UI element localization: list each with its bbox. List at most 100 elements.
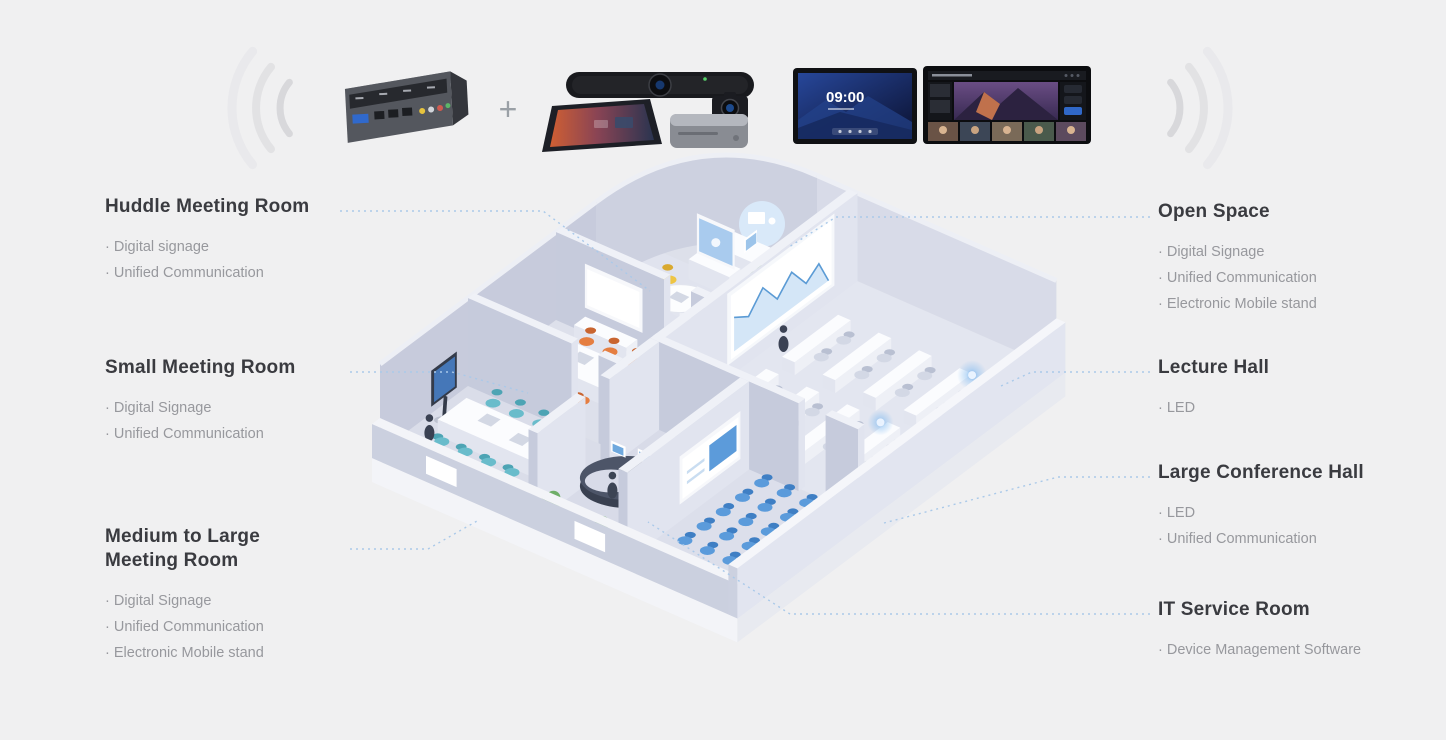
wireless-speaker-glow	[876, 418, 885, 427]
chair	[836, 335, 852, 345]
room-feature: · Electronic Mobile stand	[1158, 296, 1317, 312]
connector-medium	[350, 520, 478, 550]
dock-icon	[868, 129, 872, 134]
hdmi-port	[388, 109, 399, 118]
lecture-screen-chart	[734, 262, 830, 319]
room-features: · Digital Signage · Unified Communicatio…	[1158, 239, 1446, 317]
front-left-wall	[372, 424, 738, 619]
front-right-wall	[728, 564, 738, 619]
toolbar-icon	[1064, 96, 1082, 104]
room-label-it-service-room: IT Service Room · Device Management Soft…	[1158, 598, 1446, 663]
toolbar-icon	[1064, 107, 1082, 115]
room-features: · Digital signage · Unified Communicatio…	[105, 234, 365, 286]
wave-arc	[1202, 46, 1233, 170]
room-features: · LED	[1158, 395, 1446, 421]
mobile-stand-screen	[434, 356, 455, 403]
header-dot	[1076, 74, 1080, 77]
room-title: Huddle Meeting Room	[105, 196, 310, 217]
participant-head	[1003, 126, 1011, 134]
room-label-lecture-hall: Lecture Hall · LED	[1158, 356, 1446, 421]
rca-port	[437, 105, 444, 112]
room-feature: · Electronic Mobile stand	[105, 645, 264, 661]
participant-head	[1067, 126, 1075, 134]
lecture-desk	[835, 338, 892, 394]
back-right-wall	[817, 175, 1057, 369]
room-feature: · Digital Signage	[1158, 244, 1265, 260]
chair	[579, 337, 595, 346]
chair	[491, 388, 503, 396]
chair	[894, 388, 910, 398]
wave-arc	[252, 62, 275, 154]
dock-icon	[858, 129, 862, 134]
table-items	[668, 291, 690, 303]
signal-waves-left	[227, 46, 293, 170]
participant-head	[971, 126, 979, 134]
camera-lens	[655, 80, 665, 90]
open-space-disc-figure	[768, 217, 776, 225]
room-feature: · Digital signage	[105, 239, 209, 255]
room-feature: · LED	[1158, 505, 1196, 521]
small-room-credenza	[574, 316, 638, 348]
room-title: Large Conference Hall	[1158, 462, 1364, 483]
chair	[677, 536, 693, 546]
room-features: · Digital Signage · Unified Communicatio…	[105, 588, 280, 666]
room-title: IT Service Room	[1158, 599, 1310, 620]
chair	[804, 407, 820, 417]
wireless-speaker-glow	[968, 371, 977, 380]
chair	[585, 327, 597, 334]
camera-lens	[726, 104, 734, 112]
chair	[754, 478, 770, 488]
label-dash	[426, 86, 436, 89]
label-dash	[403, 89, 412, 92]
av-matrix-switcher	[344, 71, 469, 143]
header-dot	[1070, 74, 1074, 77]
wall-lecture-south	[798, 398, 805, 492]
person	[425, 414, 434, 422]
wave-arc	[1185, 62, 1208, 154]
chair	[854, 370, 870, 380]
wall-it-left	[537, 397, 586, 522]
wave-arc	[227, 46, 258, 170]
room-label-huddle-meeting-room: Huddle Meeting Room · Digital signage · …	[105, 195, 365, 286]
dock-bar	[832, 128, 878, 135]
wallpaper-mountain	[798, 112, 912, 139]
wall-it-left	[609, 341, 660, 468]
codec-top	[670, 114, 748, 126]
room-features: · LED · Unified Communication	[1158, 500, 1446, 552]
open-space-monitor	[745, 232, 757, 251]
wall-small-medium	[598, 350, 623, 364]
rca-port	[428, 106, 435, 113]
chair	[876, 353, 892, 363]
participant-head	[939, 126, 947, 134]
front-wall-window	[426, 455, 457, 488]
vga-port	[352, 113, 369, 124]
chair	[715, 507, 731, 517]
huddle-tv-content	[711, 238, 721, 248]
header-dot	[1064, 74, 1068, 77]
conference-screen-content	[686, 468, 705, 485]
medium-room-table	[437, 419, 549, 485]
label-dash	[379, 92, 388, 96]
video-wall-display	[923, 66, 1091, 144]
video-conference-bar	[566, 72, 754, 98]
wall-small-medium	[468, 293, 578, 344]
rca-port	[419, 107, 426, 114]
chair	[485, 398, 501, 408]
room-feature: · Unified Communication	[1158, 531, 1317, 547]
plus-sign: +	[499, 91, 518, 127]
wall-it-left	[600, 375, 610, 468]
room-title: Open Space	[1158, 201, 1270, 222]
codec-slot	[678, 132, 718, 135]
label-dash	[355, 97, 364, 100]
room-feature: · Digital Signage	[105, 593, 212, 609]
room-title: Small Meeting Room	[105, 357, 296, 378]
connector-open-space	[788, 216, 1150, 248]
connector-it	[647, 521, 1150, 615]
room-features: · Digital Signage · Unified Communicatio…	[105, 395, 365, 447]
participant-tiles	[928, 122, 1086, 141]
codec-box	[670, 114, 748, 148]
front-wall-window	[574, 520, 606, 553]
lecture-desk	[782, 314, 851, 363]
room-label-small-meeting-room: Small Meeting Room · Digital Signage · U…	[105, 356, 365, 447]
slab-side	[737, 372, 1066, 643]
